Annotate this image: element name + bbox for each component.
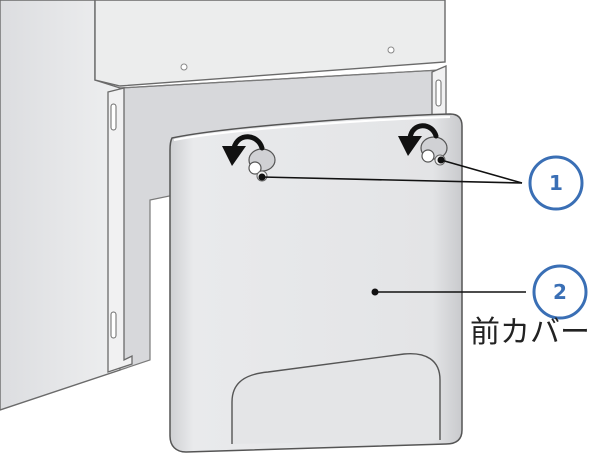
callout-badge-1: 1 bbox=[528, 155, 584, 211]
callout-number-2: 2 bbox=[553, 280, 567, 304]
bracket-slot bbox=[435, 79, 442, 107]
callout-2-leader bbox=[371, 288, 526, 296]
rotate-arrow-right-icon bbox=[398, 123, 439, 156]
bracket-slot bbox=[110, 311, 117, 339]
screw-hole bbox=[180, 63, 188, 71]
front-cover-label: 前カバー bbox=[470, 315, 590, 350]
callout-number-1: 1 bbox=[549, 171, 563, 195]
cover-top-rim bbox=[173, 116, 451, 141]
callout-badge-2: 2 bbox=[532, 264, 588, 320]
cover-handle-recess bbox=[231, 353, 441, 444]
recess-ledge bbox=[119, 69, 441, 89]
left-bracket bbox=[107, 87, 133, 373]
bracket-slot bbox=[110, 103, 117, 131]
screw-hole bbox=[387, 46, 395, 54]
callout-1-leaders bbox=[258, 156, 523, 184]
cover-screw-left bbox=[248, 148, 276, 182]
rotate-arrow-left-icon bbox=[222, 134, 265, 166]
